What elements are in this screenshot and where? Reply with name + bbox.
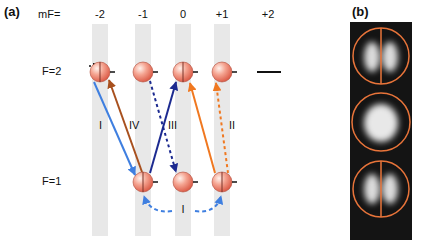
atom-cloud (382, 42, 398, 72)
panel-label: (b) (352, 4, 369, 19)
mf-value: 0 (180, 8, 186, 21)
atom-sphere (133, 172, 153, 192)
atom-sphere (212, 62, 232, 82)
atom-sphere (90, 62, 110, 82)
split-line (100, 62, 101, 82)
atom-cloud (364, 42, 380, 72)
region-circle (352, 93, 410, 151)
mf-value: +1 (216, 8, 229, 21)
split-line (143, 172, 144, 192)
atom-sphere (133, 62, 153, 82)
axis-label: mF= (38, 8, 60, 21)
level-line (257, 71, 281, 73)
level-tick (232, 71, 237, 73)
dashed-arrow (195, 196, 221, 211)
level-tick (153, 71, 158, 73)
dashed-arrow (144, 196, 172, 211)
transition-number: III (168, 119, 177, 132)
mf-column (175, 24, 191, 236)
transition-number: IV (129, 119, 139, 132)
level-label: F=2 (42, 65, 61, 78)
level-tick (193, 71, 198, 73)
atom-sphere (173, 62, 193, 82)
mf-value: -2 (95, 8, 105, 21)
split-line (380, 28, 382, 84)
transition-number: I (99, 119, 102, 132)
level-tick (193, 181, 198, 183)
transition-arrow (109, 80, 142, 172)
level-tick (232, 181, 237, 183)
transition-number: I (181, 203, 184, 216)
atom-cloud (382, 174, 398, 204)
region-circle (353, 28, 409, 84)
split-line (183, 62, 184, 82)
atom-cloud (364, 104, 398, 142)
atom-sphere (212, 172, 232, 192)
level-label: F=1 (42, 175, 61, 188)
panel-label: (a) (4, 4, 20, 19)
atom-cloud (364, 174, 380, 204)
mf-value: -1 (138, 8, 148, 21)
level-tick (153, 181, 158, 183)
transition-arrow (216, 83, 228, 173)
mf-column (92, 24, 108, 236)
level-tick (110, 71, 115, 73)
transition-arrow (190, 83, 215, 173)
transition-number: II (229, 119, 235, 132)
absorption-image (350, 22, 412, 240)
split-line (380, 161, 382, 217)
split-line (222, 172, 223, 192)
atom-sphere (173, 172, 193, 192)
region-circle (353, 161, 409, 217)
mf-value: +2 (262, 8, 275, 21)
